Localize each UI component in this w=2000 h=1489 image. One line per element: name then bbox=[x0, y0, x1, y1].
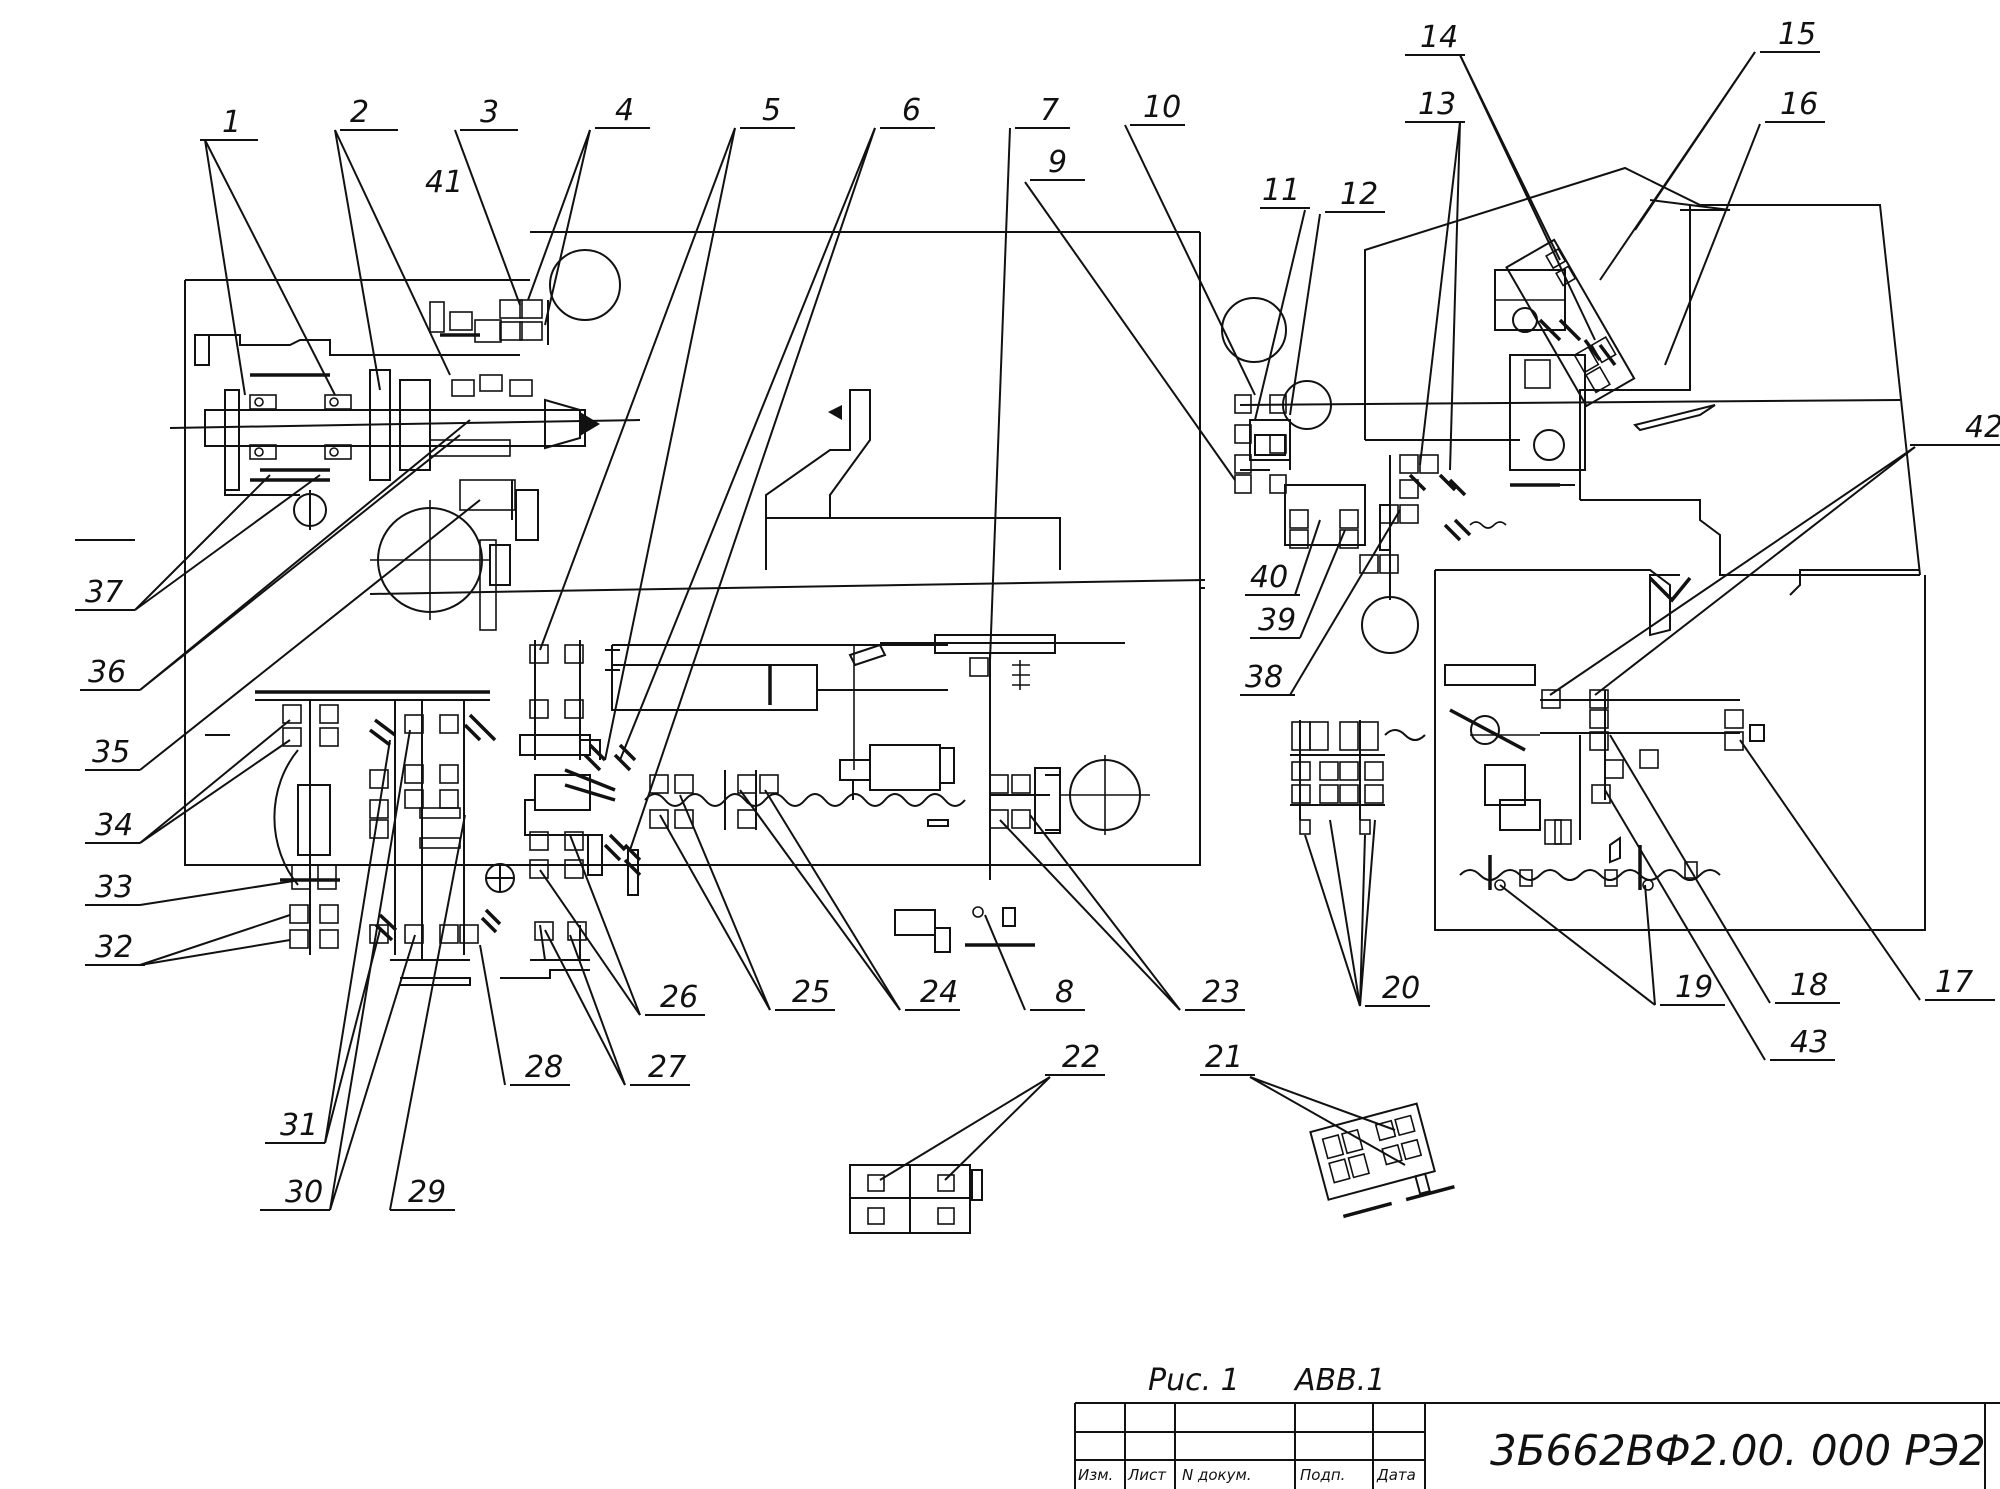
title-block-col-list: Лист bbox=[1127, 1466, 1167, 1484]
callout-26: 26 bbox=[660, 980, 698, 1015]
callout-15: 15 bbox=[1778, 17, 1816, 52]
callout-12: 12 bbox=[1340, 177, 1378, 212]
callout-24: 24 bbox=[920, 975, 958, 1010]
detail-21 bbox=[1309, 1102, 1455, 1219]
right-spindle bbox=[1221, 297, 1901, 654]
callout-32: 32 bbox=[95, 930, 133, 965]
callout-17: 17 bbox=[1935, 965, 1973, 1000]
callout-30: 30 bbox=[285, 1175, 323, 1210]
callout-6: 6 bbox=[902, 93, 921, 128]
detail-22 bbox=[849, 1164, 983, 1234]
callout-29: 29 bbox=[408, 1175, 446, 1210]
callout-11: 11 bbox=[1262, 173, 1300, 208]
callout-25: 25 bbox=[792, 975, 830, 1010]
headstock-spindle bbox=[169, 249, 641, 631]
callout-36: 36 bbox=[88, 655, 126, 690]
figure-code: ABB.1 bbox=[1293, 1363, 1385, 1398]
title-block: Изм. Лист N докум. Подп. Дата 3Б662ВФ2.0… bbox=[1074, 1402, 2000, 1489]
callout-21: 21 bbox=[1205, 1040, 1243, 1075]
callout-4: 4 bbox=[615, 93, 634, 128]
center-column bbox=[519, 634, 1150, 961]
clutch-group-20 bbox=[1290, 720, 1385, 835]
title-block-col-doc: N докум. bbox=[1182, 1466, 1252, 1484]
callout-5: 5 bbox=[762, 93, 781, 128]
callout-9: 9 bbox=[1048, 145, 1067, 180]
leader-lines bbox=[75, 51, 2000, 1211]
callout-16: 16 bbox=[1780, 87, 1818, 122]
callout-31: 31 bbox=[280, 1108, 318, 1143]
callout-40: 40 bbox=[1250, 560, 1288, 595]
callout-23: 23 bbox=[1202, 975, 1240, 1010]
callout-22: 22 bbox=[1062, 1040, 1100, 1075]
right-carriage bbox=[1384, 664, 1765, 891]
callout-43: 43 bbox=[1790, 1025, 1828, 1060]
right-frame bbox=[1364, 166, 1926, 931]
callout-37: 37 bbox=[85, 575, 123, 610]
document-code: 3Б662ВФ2.00. 000 РЭ2 bbox=[1490, 1426, 1986, 1475]
callout-3: 3 bbox=[480, 95, 499, 130]
callout-41: 41 bbox=[425, 165, 463, 200]
title-block-col-date: Дата bbox=[1376, 1466, 1416, 1484]
callout-27: 27 bbox=[648, 1050, 686, 1085]
callout-20: 20 bbox=[1382, 971, 1420, 1006]
title-block-col-sign: Подп. bbox=[1300, 1466, 1345, 1484]
callout-28: 28 bbox=[525, 1050, 563, 1085]
figure-caption: Рuс. 1 bbox=[1148, 1363, 1240, 1398]
callout-18: 18 bbox=[1790, 968, 1828, 1003]
callout-2: 2 bbox=[350, 95, 369, 130]
left-gearbox bbox=[205, 690, 590, 986]
callout-1: 1 bbox=[222, 105, 241, 140]
callout-10: 10 bbox=[1143, 90, 1181, 125]
left-frame bbox=[184, 231, 1206, 866]
callout-14: 14 bbox=[1420, 20, 1458, 55]
callout-33: 33 bbox=[95, 870, 133, 905]
callout-39: 39 bbox=[1258, 603, 1296, 638]
callout-34: 34 bbox=[95, 808, 133, 843]
title-block-col-izm: Изм. bbox=[1078, 1466, 1113, 1484]
callout-8: 8 bbox=[1055, 975, 1074, 1010]
callout-19: 19 bbox=[1675, 970, 1713, 1005]
callout-42: 42 bbox=[1965, 410, 2000, 445]
callout-7: 7 bbox=[1040, 93, 1059, 128]
callout-13: 13 bbox=[1418, 87, 1456, 122]
callout-35: 35 bbox=[92, 735, 130, 770]
callout-38: 38 bbox=[1245, 660, 1283, 695]
callout-labels: 1 2 3 4 5 6 7 8 9 10 11 12 13 14 15 16 1… bbox=[85, 17, 2000, 1210]
